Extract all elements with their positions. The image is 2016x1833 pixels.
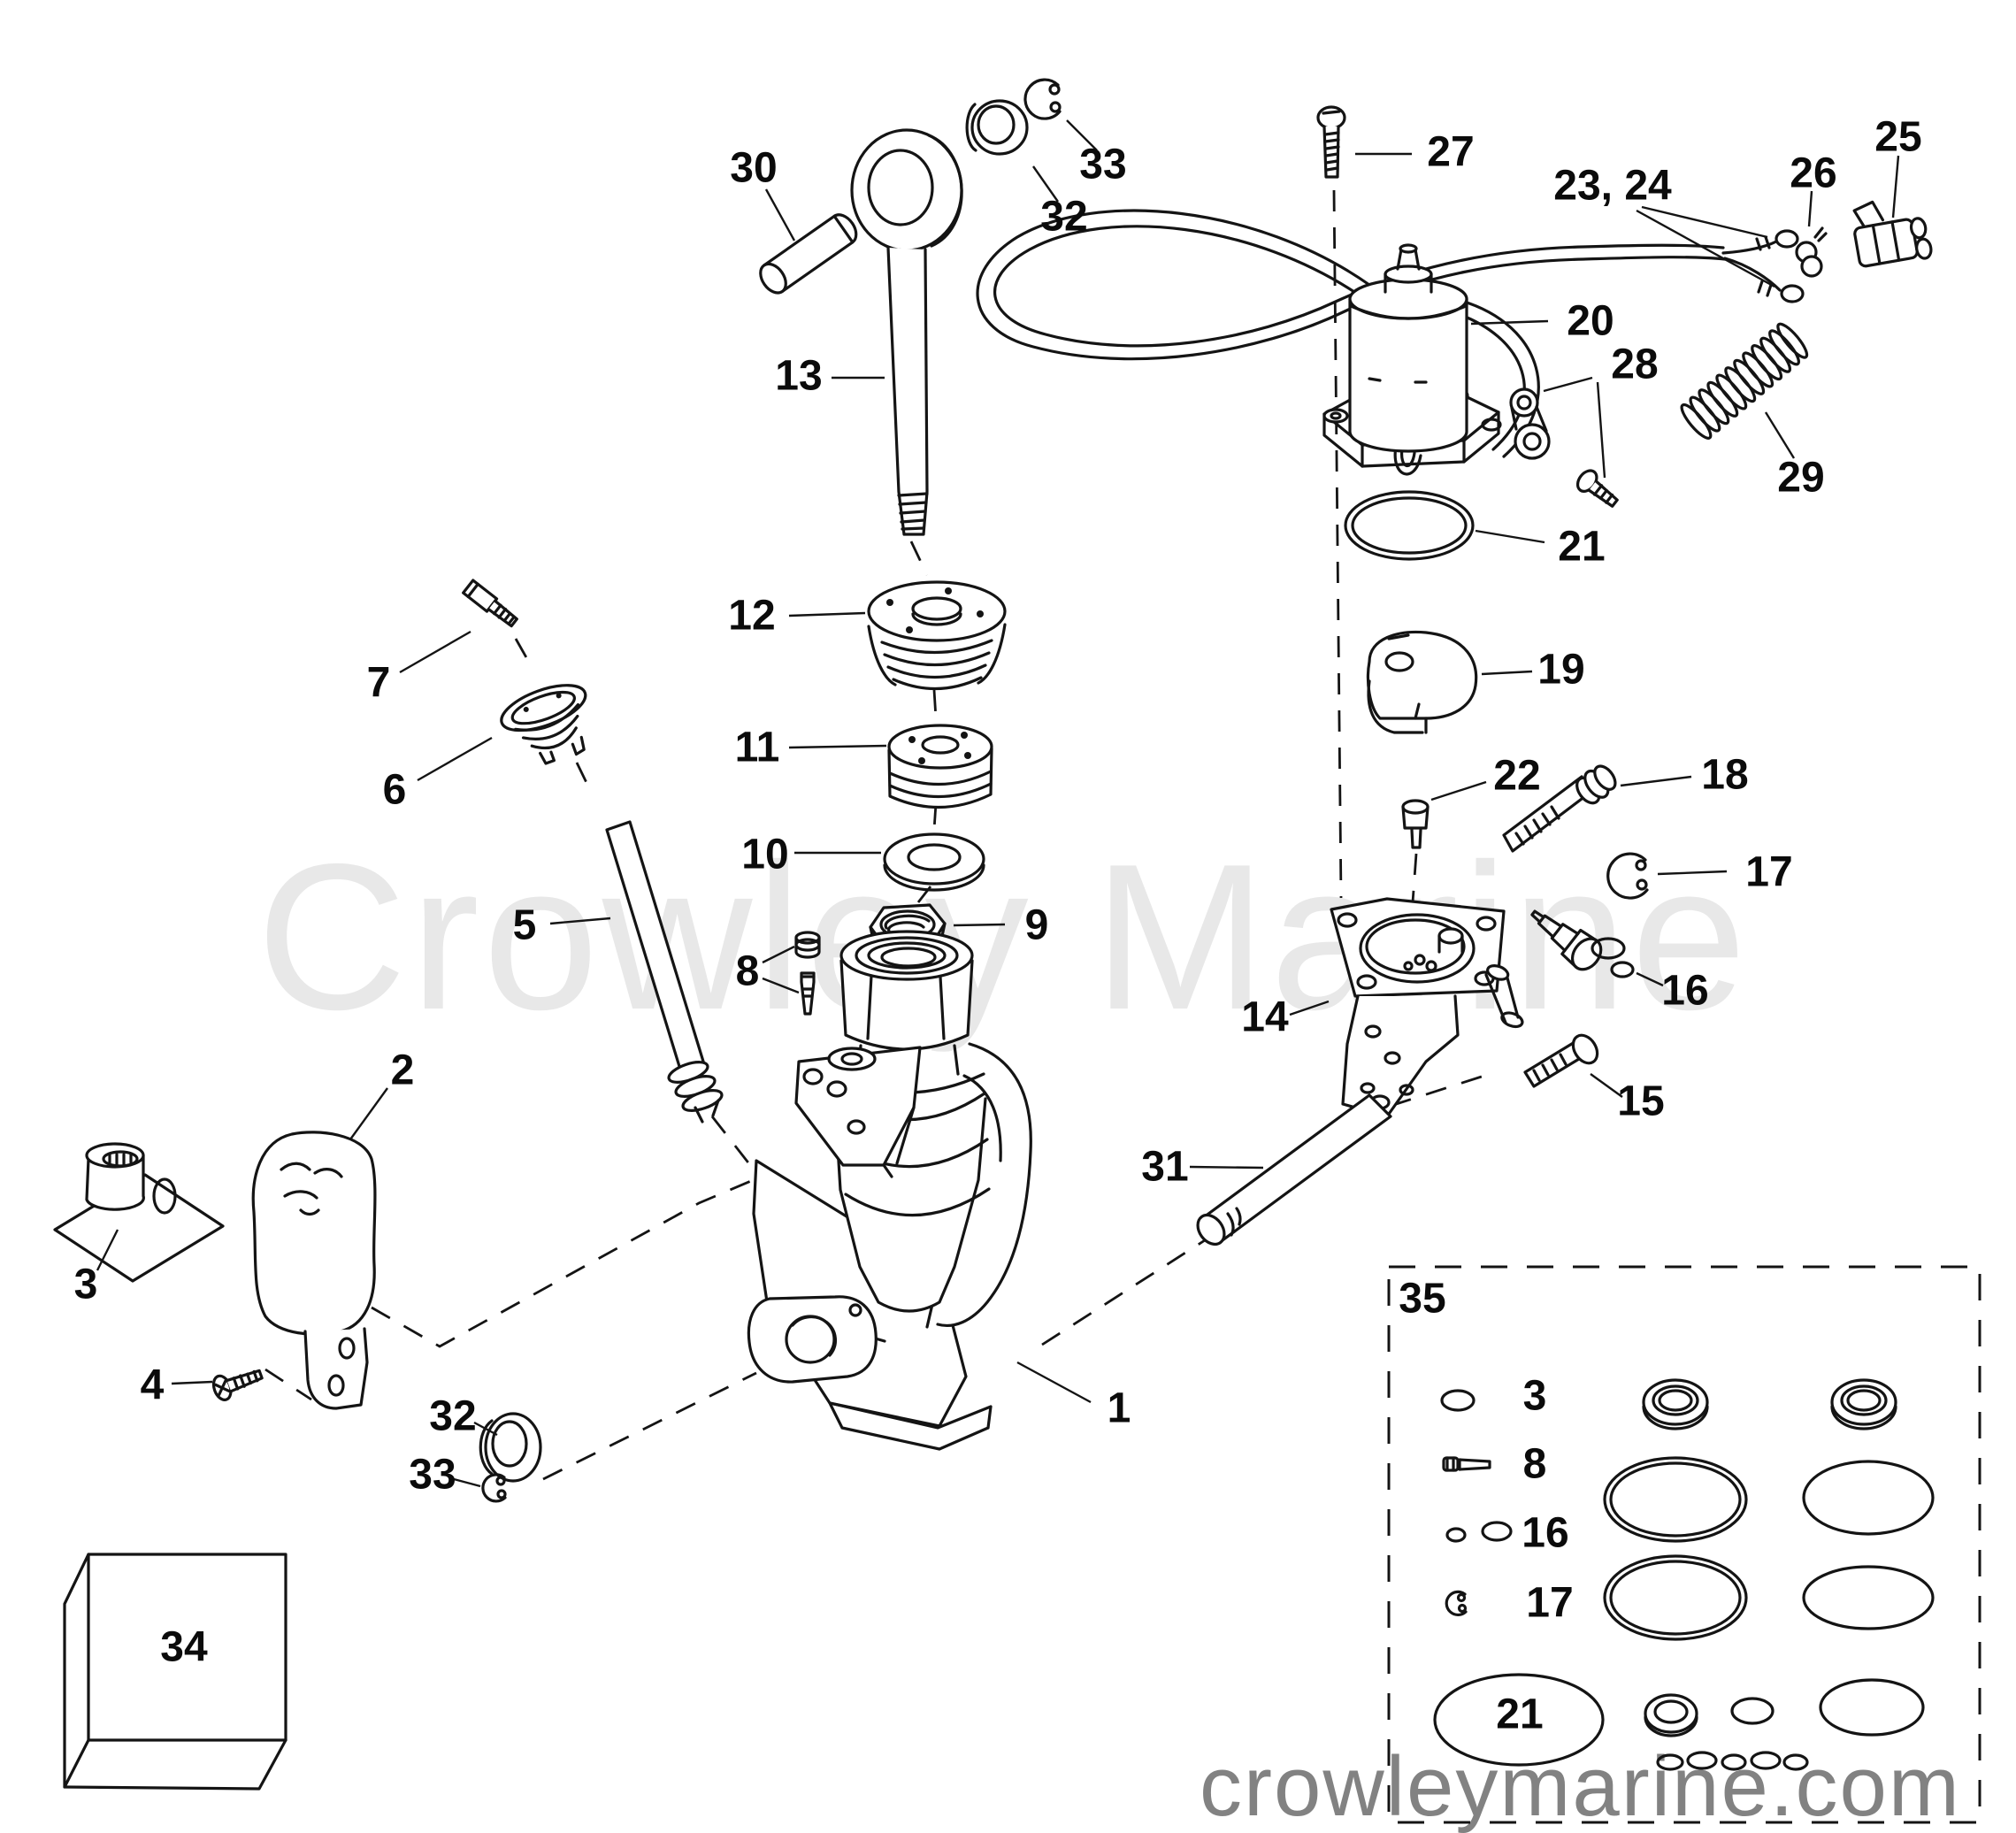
callout-32: 32 xyxy=(1040,194,1087,241)
callout-16: 16 xyxy=(1661,968,1708,1015)
part-34-kit-box xyxy=(63,1553,287,1791)
callout-32: 32 xyxy=(429,1393,476,1440)
kit-valve-8 xyxy=(1442,1456,1491,1472)
part-31-rod xyxy=(1196,1093,1392,1246)
callout-23-24: 23, 24 xyxy=(1553,163,1672,210)
callout-8: 8 xyxy=(1523,1441,1547,1488)
callout-27: 27 xyxy=(1427,129,1474,176)
kit-oring-e xyxy=(1603,1554,1748,1641)
part-2-reservoir-cover xyxy=(251,1131,377,1410)
watermark-center: Crowley Marine xyxy=(257,820,1750,1053)
callout-17: 17 xyxy=(1526,1580,1573,1627)
callout-29: 29 xyxy=(1777,455,1824,502)
callout-28: 28 xyxy=(1611,341,1658,388)
kit-oval-f xyxy=(1802,1565,1935,1630)
part-33-snap-ring-top xyxy=(1023,78,1062,120)
callout-9: 9 xyxy=(1025,902,1049,949)
part-35-seal-kit xyxy=(1387,1265,1982,1824)
callout-13: 13 xyxy=(775,353,822,400)
callout-3: 3 xyxy=(74,1262,98,1308)
callout-4: 4 xyxy=(141,1362,165,1409)
part-29-spring xyxy=(1680,322,1809,440)
kit-oring-21 xyxy=(1433,1673,1605,1767)
callout-14: 14 xyxy=(1241,994,1289,1041)
watermark-bottom: crowleymarine.com xyxy=(1200,1739,1961,1833)
wire-lead-2 xyxy=(1723,257,1782,292)
callout-5: 5 xyxy=(513,902,537,949)
kit-seal-g xyxy=(1644,1693,1698,1737)
callout-3: 3 xyxy=(1523,1373,1547,1420)
kit-oval-i xyxy=(1819,1678,1925,1737)
part-1-housing xyxy=(747,930,1032,1451)
part-26-clamp xyxy=(1795,226,1828,278)
callout-33: 33 xyxy=(409,1452,456,1499)
kit-small-orings-row xyxy=(1656,1751,1809,1771)
part-25-connector xyxy=(1852,200,1933,268)
callout-17: 17 xyxy=(1745,849,1792,896)
callout-34: 34 xyxy=(160,1624,208,1671)
part-6-plug xyxy=(500,684,587,765)
callout-20: 20 xyxy=(1567,298,1614,345)
part-15-screw xyxy=(1523,1033,1599,1088)
callout-2: 2 xyxy=(391,1047,415,1094)
callout-33: 33 xyxy=(1079,142,1126,188)
part-17-snap-ring xyxy=(1606,852,1649,900)
callout-21: 21 xyxy=(1558,524,1605,571)
kit-oring-c xyxy=(1603,1456,1748,1543)
callout-22: 22 xyxy=(1493,753,1540,800)
callout-21: 21 xyxy=(1496,1691,1543,1738)
kit-oring-16b xyxy=(1481,1521,1513,1542)
part-22-plug xyxy=(1401,799,1430,849)
part-14-manifold xyxy=(1330,897,1524,1118)
callout-26: 26 xyxy=(1790,150,1836,197)
part-21-o-ring xyxy=(1344,490,1475,561)
kit-oring-3 xyxy=(1440,1389,1476,1412)
callout-10: 10 xyxy=(741,832,788,878)
callout-8: 8 xyxy=(736,948,760,995)
wire-lead-1 xyxy=(1721,240,1778,255)
part-20-motor-assembly xyxy=(976,209,1805,476)
part-5-tube xyxy=(605,820,724,1124)
part-16-valve xyxy=(1530,909,1635,978)
kit-snap-ring-17 xyxy=(1445,1590,1468,1616)
callout-18: 18 xyxy=(1701,752,1748,799)
part-3-bearing xyxy=(53,1142,225,1283)
part-13-tilt-rod xyxy=(850,128,963,536)
callout-16: 16 xyxy=(1522,1510,1568,1557)
callout-15: 15 xyxy=(1617,1078,1664,1125)
leader-lines xyxy=(96,119,1900,1488)
callout-6: 6 xyxy=(383,767,407,814)
part-12-end-cap xyxy=(867,580,1007,691)
kit-oval-h xyxy=(1730,1697,1775,1725)
callout-19: 19 xyxy=(1537,647,1584,694)
part-33-snap-ring-bottom xyxy=(481,1473,507,1503)
part-10-washer xyxy=(883,832,985,892)
part-32-bushing-top xyxy=(965,99,1029,156)
callout-25: 25 xyxy=(1874,114,1921,161)
part-8-valve xyxy=(794,931,821,1016)
callout-7: 7 xyxy=(367,660,391,707)
callout-31: 31 xyxy=(1141,1144,1188,1191)
kit-seal-b xyxy=(1830,1378,1897,1430)
part-18-screw xyxy=(1502,764,1617,853)
part-32-bushing-bottom xyxy=(479,1412,542,1483)
part-19-cam xyxy=(1366,630,1478,734)
kit-oring-16a xyxy=(1445,1527,1467,1543)
part-28-link-and-screw xyxy=(1509,387,1619,508)
callout-12: 12 xyxy=(728,593,775,640)
kit-oval-d xyxy=(1802,1460,1935,1536)
part-7-screw xyxy=(462,579,518,628)
part-4-screw xyxy=(211,1369,264,1401)
part-30-pin xyxy=(759,213,858,295)
callout-30: 30 xyxy=(730,145,777,192)
callout-11: 11 xyxy=(735,725,780,771)
part-27-screw xyxy=(1316,105,1346,179)
callout-35: 35 xyxy=(1399,1276,1445,1323)
assembly-dashed-lines xyxy=(264,189,1485,1481)
part-11-piston xyxy=(887,724,993,809)
callout-1: 1 xyxy=(1108,1385,1131,1432)
kit-seal-a xyxy=(1642,1378,1709,1430)
